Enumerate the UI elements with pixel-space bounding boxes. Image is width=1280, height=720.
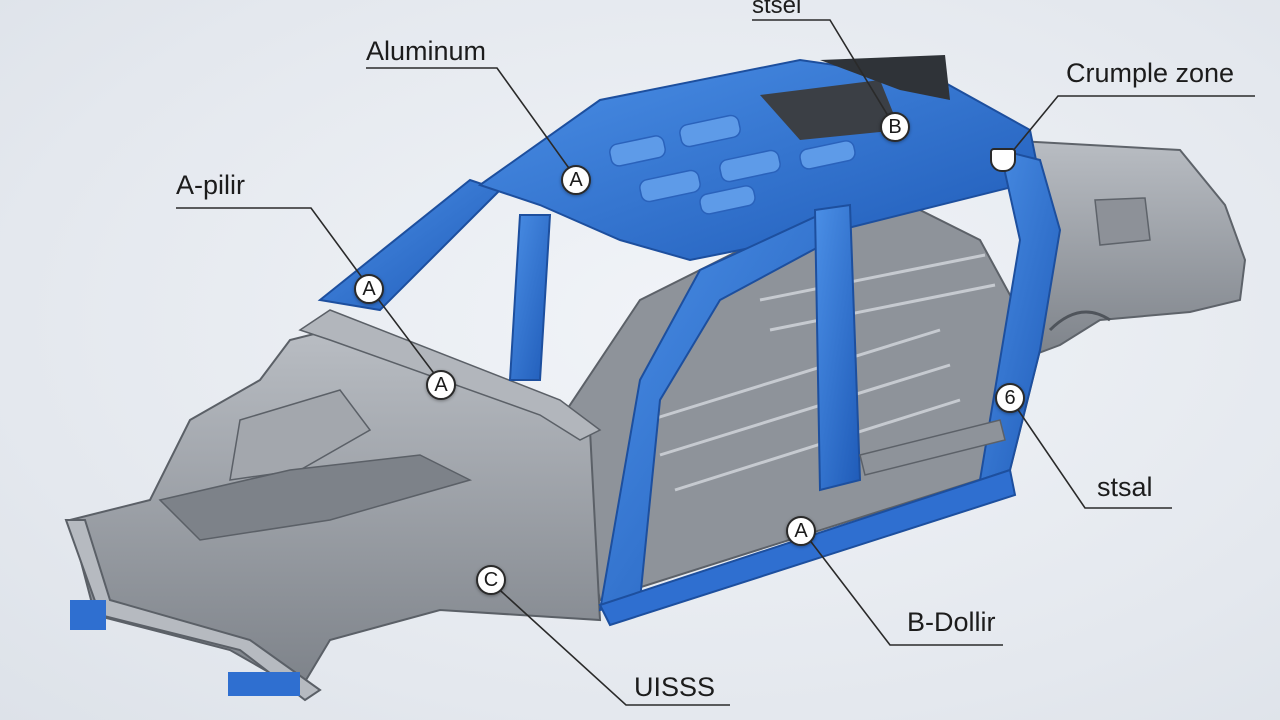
label-a-pillar: A-pilir (176, 170, 246, 200)
leader-crumple (1006, 95, 1255, 159)
marker-pillar-a-low: A (426, 370, 456, 400)
leader-steel-top (752, 19, 894, 125)
marker-front-c: C (476, 565, 506, 595)
bumper-blue-tab-left (70, 600, 106, 630)
rear-wheel-arch (1048, 310, 1111, 332)
marker-pillar-a-top: A (354, 274, 384, 304)
crumple-zone-marker-icon (990, 148, 1016, 172)
label-uhss: UISSS (634, 672, 716, 702)
leader-b-pillar (801, 529, 1003, 646)
bumper-blue-tab-right (228, 672, 300, 696)
marker-roof-b: B (880, 112, 910, 142)
leader-lines (176, 19, 1255, 706)
front-bumper (64, 519, 322, 702)
a-pillar (317, 178, 502, 312)
rear-quarter-detail (1094, 197, 1151, 246)
label-b-pillar: B-Dollir (907, 607, 996, 637)
rear-roof-spoiler (820, 55, 950, 100)
leader-aluminum (366, 67, 577, 179)
label-steel-right: stsal (1097, 472, 1153, 502)
floor-ribs (649, 253, 996, 492)
engine-bay-rails (158, 454, 473, 541)
b-pillar-front (508, 214, 552, 381)
leader-steel-right (1009, 397, 1172, 509)
rear-crossmember (859, 419, 1006, 476)
b-pillar (813, 203, 862, 492)
label-crumple-zone: Crumple zone (1066, 58, 1235, 88)
label-aluminum: Aluminum (366, 36, 487, 66)
marker-roof-a: A (561, 165, 591, 195)
marker-rear-b: 6 (995, 383, 1025, 413)
sunroof-opening (760, 80, 900, 140)
label-steel-top: stsel (752, 0, 802, 19)
rocker-sill (598, 468, 1017, 627)
roof-stampings (609, 114, 856, 215)
marker-sill-a: A (786, 516, 816, 546)
leader-a-pillar (176, 207, 443, 385)
leader-uhss (490, 581, 730, 706)
front-apron (229, 389, 372, 481)
